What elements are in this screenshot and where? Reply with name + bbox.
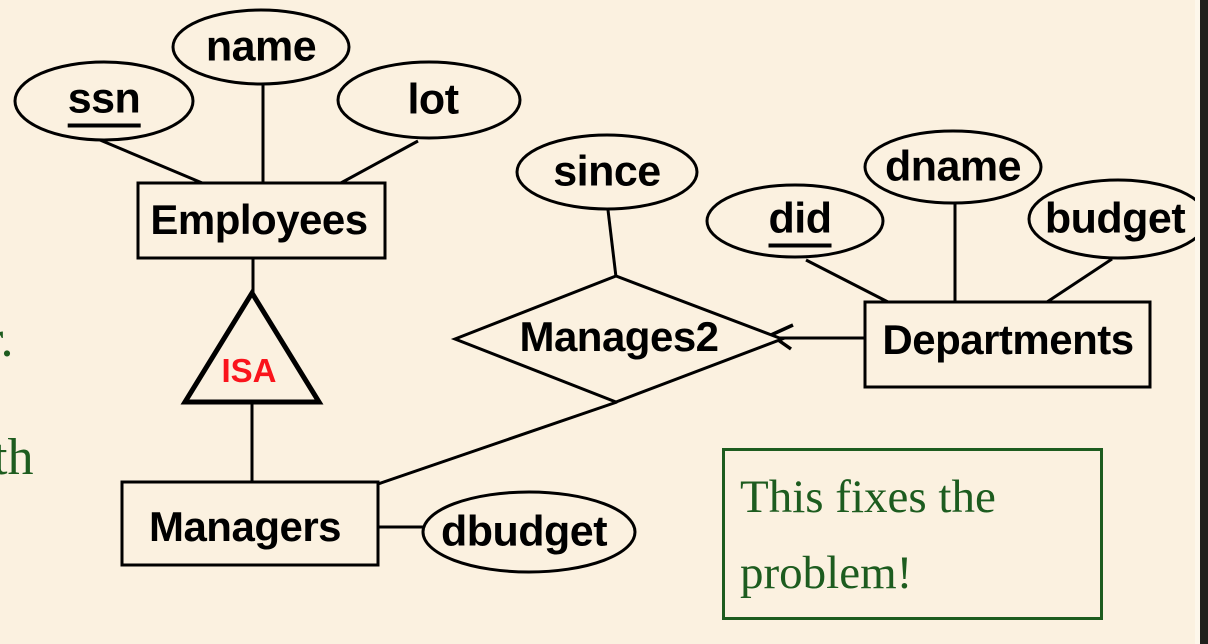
isa-triangle — [180, 288, 324, 405]
managers-entity-box — [120, 480, 380, 567]
ssn-attribute-ellipse — [13, 60, 195, 142]
departments-entity-label: Departments — [882, 316, 1134, 363]
budget-attribute-label: budget — [1044, 194, 1186, 243]
ssn-attribute-label: ssn — [67, 74, 141, 128]
edge-budget-departments — [1046, 257, 1113, 304]
dname-attribute-ellipse — [863, 129, 1043, 205]
employees-entity-label: Employees — [150, 196, 368, 243]
name-attribute-label: name — [205, 22, 317, 71]
manages2-relationship-label: Manages2 — [519, 313, 719, 360]
callout-line-1: This fixes the — [740, 471, 996, 523]
slide-edge-highlight — [1195, 0, 1201, 644]
edge-managers-manages2 — [377, 400, 618, 486]
since-attribute-label: since — [553, 147, 661, 196]
callout-box: This fixes the problem! — [722, 448, 1103, 620]
departments-entity-box — [863, 300, 1152, 389]
edge-lot-employees — [338, 139, 419, 186]
manages2-relationship-diamond — [450, 274, 787, 404]
did-attribute-ellipse — [705, 183, 885, 259]
edge-ssn-employees — [99, 138, 208, 187]
lot-attribute-ellipse — [336, 60, 522, 140]
slide-right-border — [1200, 0, 1208, 644]
clipped-text-fragment-top: r. — [0, 311, 14, 368]
lot-attribute-label: lot — [407, 75, 459, 124]
name-attribute-ellipse — [171, 8, 351, 86]
dbudget-attribute-label: dbudget — [440, 507, 608, 556]
since-attribute-ellipse — [515, 133, 699, 211]
callout-line-2: problem! — [740, 547, 913, 599]
did-attribute-label: did — [768, 194, 832, 248]
managers-entity-label: Managers — [148, 503, 342, 550]
edge-since-manages2 — [606, 209, 618, 278]
employees-entity-box — [136, 181, 387, 260]
dbudget-attribute-ellipse — [421, 490, 637, 574]
edge-did-departments — [805, 258, 889, 304]
isa-label: ISA — [221, 352, 277, 389]
clipped-text-fragment-bottom: th — [0, 429, 34, 486]
dname-attribute-label: dname — [884, 142, 1022, 191]
